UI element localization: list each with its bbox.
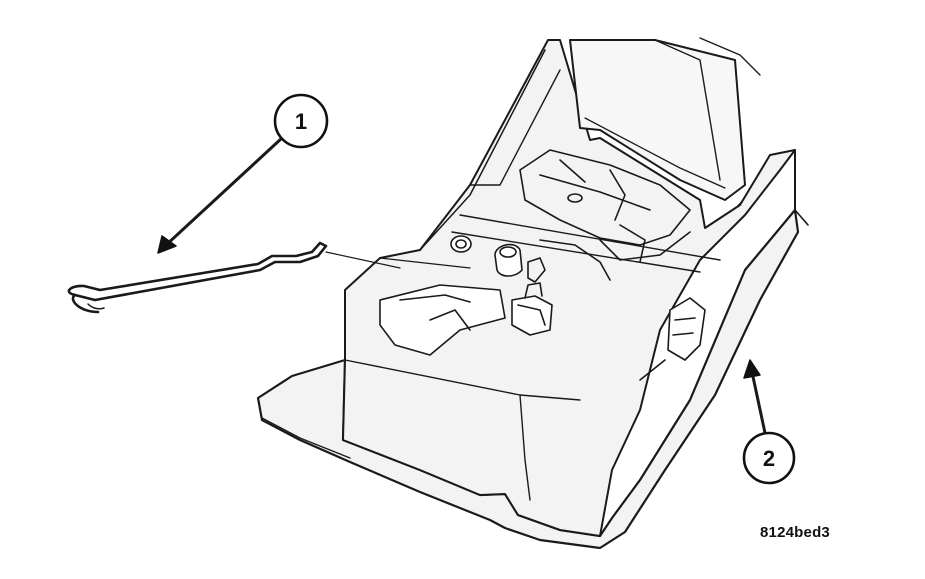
callout-1-label: 1	[295, 109, 307, 134]
release-rod	[67, 241, 401, 314]
latch-mechanism	[519, 149, 691, 281]
callout-2-circle	[742, 431, 796, 485]
front-panel-details	[379, 235, 553, 356]
callout-2-arrowhead	[743, 359, 761, 379]
callout-1-leader	[163, 136, 284, 248]
callout-1: 1	[157, 93, 329, 254]
callout-2: 2	[742, 359, 796, 485]
callout-2-leader	[750, 370, 767, 435]
callout-1-circle	[273, 93, 329, 149]
trim-clip	[639, 297, 706, 381]
console-body	[342, 39, 796, 537]
armrest-lid	[569, 37, 761, 201]
callout-1-arrowhead	[157, 235, 177, 254]
figure-code: 8124bed3	[760, 524, 830, 541]
callout-2-label: 2	[763, 446, 775, 471]
